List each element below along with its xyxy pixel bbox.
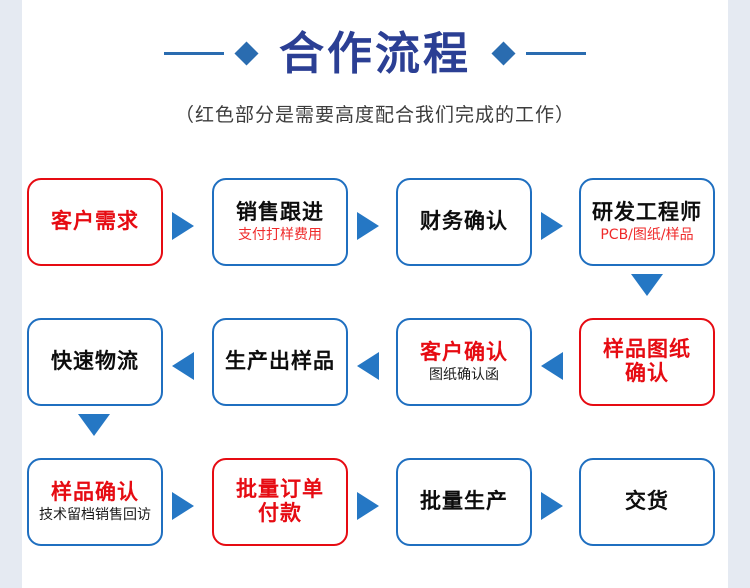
node-title: 生产出样品 [225,349,335,374]
right-diamond-icon [491,40,516,66]
flow-node-finance-confirm[interactable]: 财务确认 [396,178,532,266]
flow-node-sample-confirm[interactable]: 样品确认 技术留档销售回访 [27,458,163,546]
flow-node-customer-demand[interactable]: 客户需求 [27,178,163,266]
arrow-right-icon [357,212,379,240]
arrow-left-icon [172,352,194,380]
node-title: 研发工程师 [592,200,702,225]
flow-node-sample-drawing-confirm[interactable]: 样品图纸 确认 [579,318,715,406]
arrow-right-icon [357,492,379,520]
node-title: 客户需求 [51,209,139,234]
node-title: 批量订单 付款 [236,477,324,525]
page-title: 合作流程 [278,26,471,80]
arrow-down-icon [78,414,110,436]
node-subtitle: 支付打样费用 [238,226,322,243]
flow-node-bulk-order-payment[interactable]: 批量订单 付款 [212,458,348,546]
flow-row-3: 样品确认 技术留档销售回访 批量订单 付款 批量生产 交货 [0,440,750,580]
left-gutter [0,0,22,588]
node-title: 样品图纸 确认 [603,337,691,385]
flow-node-sample-production[interactable]: 生产出样品 [212,318,348,406]
left-diamond-icon [234,40,259,66]
flow-node-bulk-production[interactable]: 批量生产 [396,458,532,546]
node-title: 样品确认 [51,480,139,505]
page-subtitle: （红色部分是需要高度配合我们完成的工作） [174,104,575,126]
node-subtitle: 技术留档销售回访 [39,506,151,523]
node-subtitle: PCB/图纸/样品 [600,226,694,243]
node-title: 批量生产 [420,489,508,514]
node-title: 客户确认 [420,340,508,365]
flow-row-2: 快速物流 生产出样品 客户确认 图纸确认函 样品图纸 确认 [0,300,750,440]
arrow-right-icon [172,212,194,240]
arrow-left-icon [357,352,379,380]
flow-node-customer-confirm[interactable]: 客户确认 图纸确认函 [396,318,532,406]
flow-row-1: 客户需求 销售跟进 支付打样费用 财务确认 研发工程师 PCB/图纸/样品 [0,160,750,300]
arrow-right-icon [541,212,563,240]
arrow-left-icon [541,352,563,380]
arrow-right-icon [541,492,563,520]
node-subtitle: 图纸确认函 [429,366,499,383]
node-title: 快速物流 [51,349,139,374]
title-row: 合作流程 [0,22,750,84]
right-gutter [728,0,750,588]
flow-node-sales-followup[interactable]: 销售跟进 支付打样费用 [212,178,348,266]
arrow-down-icon [631,274,663,296]
flow-node-delivery[interactable]: 交货 [579,458,715,546]
node-title: 销售跟进 [236,200,324,225]
flow-node-fast-logistics[interactable]: 快速物流 [27,318,163,406]
node-title: 财务确认 [420,209,508,234]
right-rule-line [526,51,586,55]
node-title: 交货 [625,489,669,514]
arrow-right-icon [172,492,194,520]
page-header: 合作流程 （红色部分是需要高度配合我们完成的工作） [0,22,750,127]
left-rule-line [163,51,224,55]
flow-node-rd-engineer[interactable]: 研发工程师 PCB/图纸/样品 [579,178,715,266]
flow-diagram: 客户需求 销售跟进 支付打样费用 财务确认 研发工程师 PCB/图纸/样品 快速… [0,160,750,580]
